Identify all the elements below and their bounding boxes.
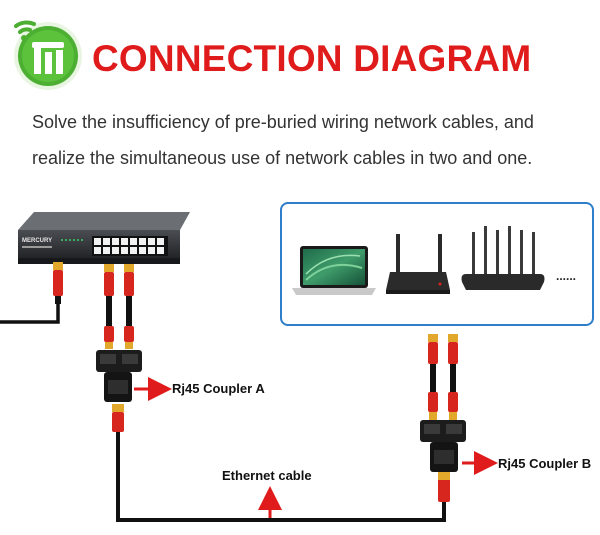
coupler-a-label: Rj45 Coupler A [172, 381, 265, 396]
uplink-cable [0, 262, 63, 324]
page-title: CONNECTION DIAGRAM [92, 38, 532, 79]
switch-to-coupler-a-cables [104, 264, 134, 349]
ethernet-cable-label: Ethernet cable [222, 468, 312, 483]
ethernet-cable [112, 404, 450, 522]
description: Solve the insufficiency of pre-buried wi… [32, 104, 592, 176]
coupler-b-label: Rj45 Coupler B [498, 456, 592, 471]
wifi-router-icon [461, 226, 545, 290]
router-icon [386, 234, 450, 294]
coupler-a [96, 350, 142, 402]
brand-logo [14, 20, 82, 90]
switch-ports [92, 236, 168, 256]
switch-brand: MERCURY [22, 238, 52, 244]
network-switch: MERCURY [18, 212, 190, 264]
coupler-b [420, 420, 466, 472]
laptop-icon [292, 246, 376, 295]
more-devices-indicator: ...... [556, 269, 576, 283]
coupler-b-to-devices-cables [428, 334, 458, 420]
description-line-1: Solve the insufficiency of pre-buried wi… [32, 112, 534, 132]
description-line-2: realize the simultaneous use of network … [32, 148, 533, 168]
